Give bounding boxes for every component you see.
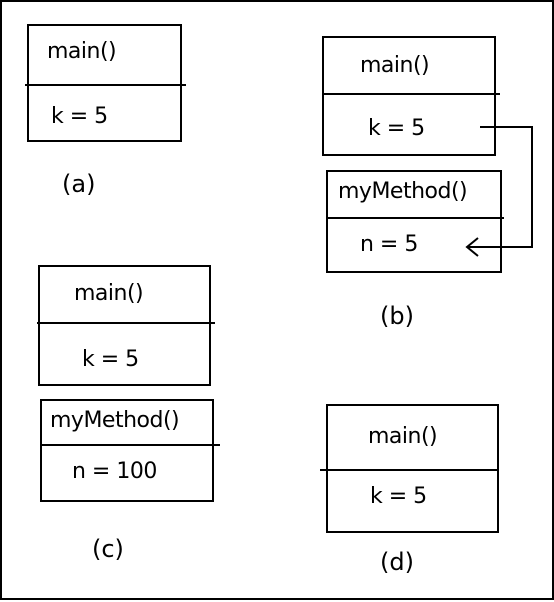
panel-b-main-variable: k = 5 [368,116,425,141]
panel-c-mymethod-variable: n = 100 [72,459,157,484]
panel-d-main-method-label: main() [368,424,438,449]
panel-c-main-divider [37,322,215,324]
panel-c-main-variable: k = 5 [82,347,139,372]
panel-c-caption: (c) [92,535,124,563]
panel-c-mymethod-divider [40,444,220,446]
panel-d-main-divider [320,469,498,471]
panel-b-caption: (b) [380,302,414,330]
arrow-path [468,126,533,248]
arrow-head [465,237,479,257]
panel-c-main-frame: main() k = 5 [37,265,215,386]
panel-b-main-divider [322,93,500,95]
panel-b-main-frame: main() k = 5 [322,36,500,156]
panel-a-main-divider [25,84,186,86]
panel-c-mymethod-frame: myMethod() n = 100 [40,399,220,502]
panel-c-mymethod-method-label: myMethod() [50,408,180,433]
panel-d-main-variable: k = 5 [370,484,427,509]
panel-b-mymethod-divider [326,217,504,219]
panel-b-mymethod-variable: n = 5 [360,232,418,257]
panel-b-mymethod-frame: myMethod() n = 5 [326,170,504,273]
panel-b-mymethod-method-label: myMethod() [338,179,468,204]
panel-c-main-method-label: main() [74,281,144,306]
panel-a-caption: (a) [62,170,96,198]
panel-d-caption: (d) [380,548,414,576]
panel-a-main-variable: k = 5 [51,104,108,129]
panel-a-main-frame: main() k = 5 [25,24,186,142]
panel-d-main-frame: main() k = 5 [320,404,499,533]
panel-a-main-method-label: main() [47,39,117,64]
panel-b-main-method-label: main() [360,53,430,78]
